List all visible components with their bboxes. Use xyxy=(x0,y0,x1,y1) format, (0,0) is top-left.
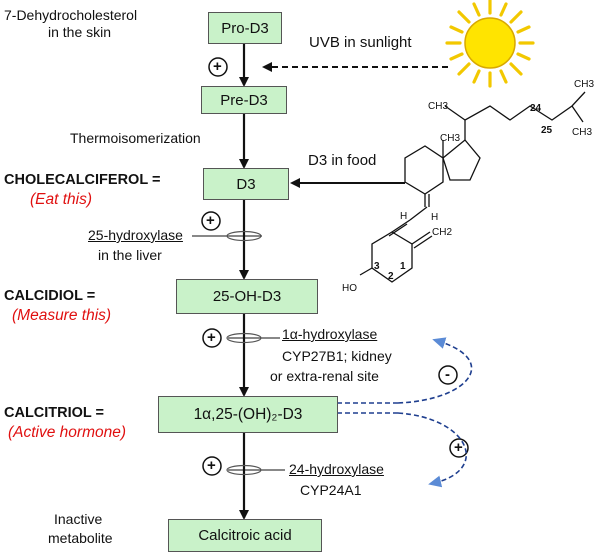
struct-ch3-a: CH3 xyxy=(428,101,449,112)
struct-n3: 3 xyxy=(374,261,380,272)
label-thermoisomerization: Thermoisomerization xyxy=(70,130,201,146)
enzyme-site-25 xyxy=(226,230,262,242)
enzyme-site-24 xyxy=(226,464,262,476)
struct-ch3-c: CH3 xyxy=(572,127,593,138)
note-active-hormone: (Active hormone) xyxy=(8,424,127,441)
struct-c24: 24 xyxy=(530,103,542,114)
plus-circle-5 xyxy=(202,456,222,476)
sign-plus-1: + xyxy=(213,58,222,75)
label-1a-hydroxylase: 1α-hydroxylase xyxy=(282,326,378,342)
label-d3-in-food: D3 in food xyxy=(308,152,377,169)
note-eat-this: (Eat this) xyxy=(30,191,93,208)
label-cyp24a1: CYP24A1 xyxy=(300,482,362,498)
feedback-curve-inhibit xyxy=(397,337,473,404)
box-25-oh-d3: 25-OH-D3 xyxy=(176,279,318,314)
note-measure-this: (Measure this) xyxy=(12,307,112,324)
plus-circle-1 xyxy=(208,57,228,77)
struct-c25: 25 xyxy=(541,125,553,136)
label-cyp27b1: CYP27B1; kidney xyxy=(282,348,392,364)
struct-h1: H xyxy=(400,211,408,222)
cholecalciferol-structure xyxy=(359,91,586,283)
label-24-hydroxylase: 24-hydroxylase xyxy=(289,461,384,477)
sign-plus-2: + xyxy=(206,212,215,229)
label-uvb: UVB in sunlight xyxy=(309,34,412,51)
struct-n2: 2 xyxy=(388,271,394,282)
label-metabolite: metabolite xyxy=(48,530,113,546)
sign-plus-3: + xyxy=(207,329,216,346)
label-in-the-skin: in the skin xyxy=(48,24,112,40)
label-calcidiol: CALCIDIOL = xyxy=(4,288,96,304)
box-pro-d3: Pro-D3 xyxy=(208,12,282,44)
plus-circle-3 xyxy=(202,328,222,348)
struct-ho: HO xyxy=(342,283,357,294)
label-7-dehydrocholesterol: 7-Dehydrocholesterol xyxy=(4,7,138,23)
struct-n1: 1 xyxy=(400,261,406,272)
sign-plus-5: + xyxy=(207,457,216,474)
struct-ch3-b: CH3 xyxy=(574,79,595,90)
label-in-the-liver: in the liver xyxy=(98,247,162,263)
label-25-hydroxylase: 25-hydroxylase xyxy=(88,227,183,243)
box-d3: D3 xyxy=(203,168,289,200)
plus-circle-2 xyxy=(201,211,221,231)
sign-plus-4: + xyxy=(454,439,463,456)
struct-h2: H xyxy=(431,212,439,223)
sun-icon xyxy=(445,0,535,88)
sign-minus: - xyxy=(445,366,450,383)
label-inactive: Inactive xyxy=(54,511,103,527)
box-pre-d3: Pre-D3 xyxy=(201,86,287,114)
label-calcitriol: CALCITRIOL = xyxy=(4,405,105,421)
box-active-hormone: 1α,25-(OH)₂-D3 xyxy=(158,396,338,433)
minus-circle xyxy=(438,365,458,385)
struct-ch3-d: CH3 xyxy=(440,133,461,144)
enzyme-site-1a xyxy=(226,332,262,344)
feedback-curve-induce xyxy=(397,412,467,488)
box-calcitroic-acid: Calcitroic acid xyxy=(168,519,322,552)
label-extra-renal: or extra-renal site xyxy=(270,368,379,384)
struct-ch2: CH2 xyxy=(432,227,453,238)
label-cholecalciferol: CHOLECALCIFEROL = xyxy=(4,172,161,188)
